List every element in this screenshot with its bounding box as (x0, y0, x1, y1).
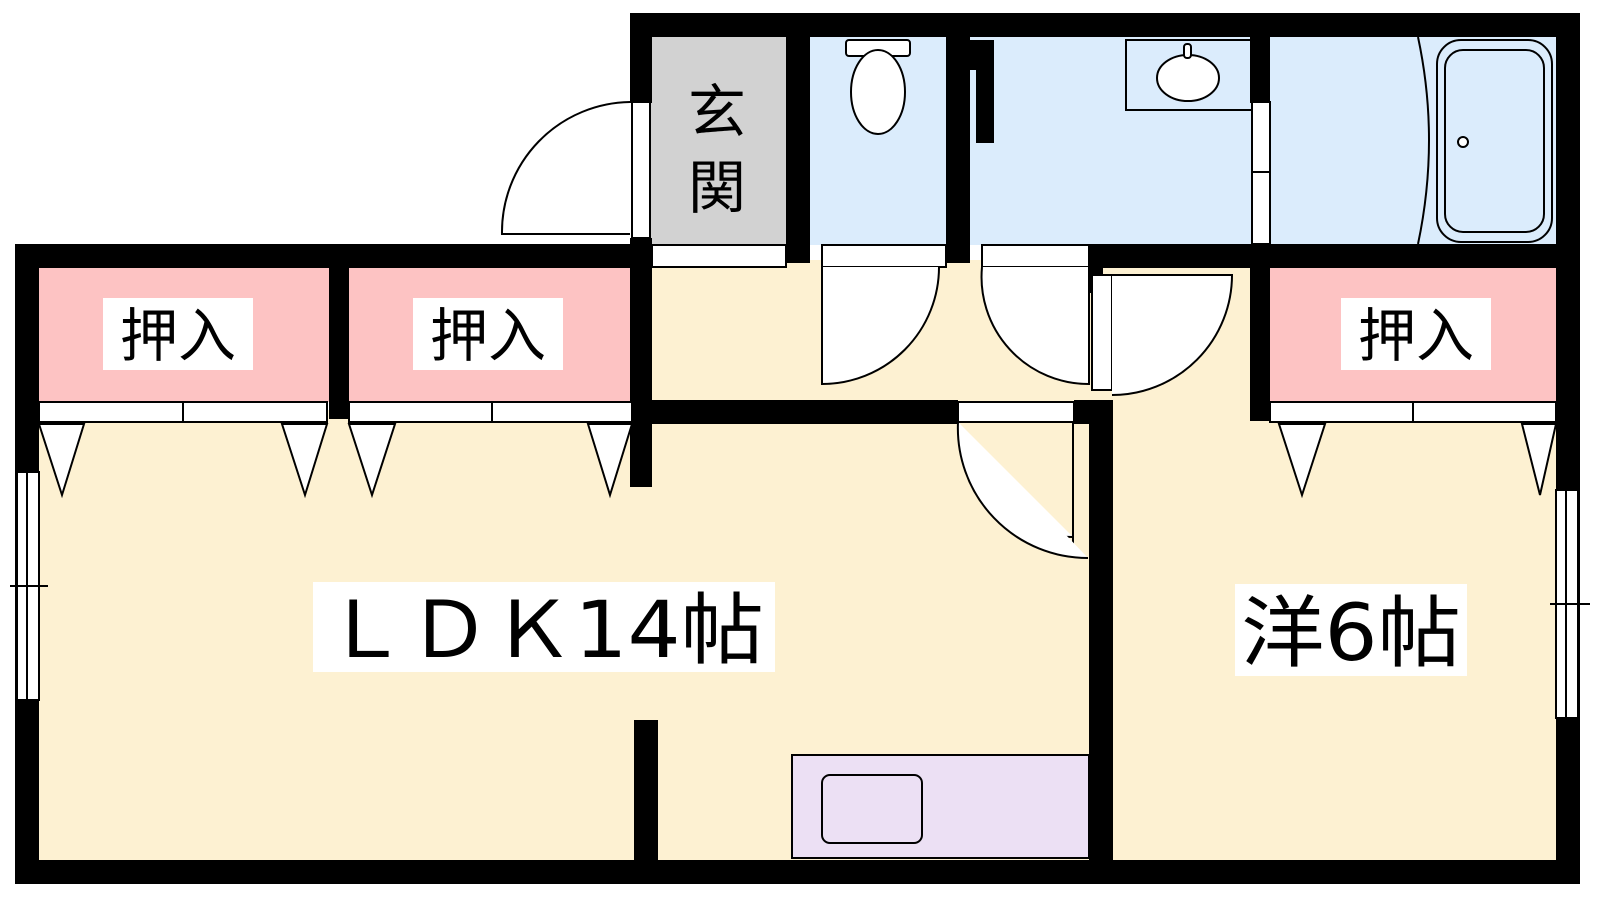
window-right (1550, 489, 1590, 719)
closet-label-3-text: 押入 (1358, 302, 1474, 370)
ldk-label-text: ＬＤＫ14帖 (324, 586, 764, 676)
entrance-door (500, 101, 651, 239)
window-left (10, 471, 48, 701)
closet-door-markers (37, 423, 1558, 499)
closet-label-3: 押入 (1341, 298, 1491, 370)
toilet-icon (845, 39, 911, 135)
western-room-label: 洋6帖 (1235, 584, 1467, 679)
bathroom-floor (1270, 35, 1563, 245)
kitchen-sink-icon (821, 774, 923, 844)
closet-label-2: 押入 (413, 298, 563, 370)
walls (15, 13, 1580, 884)
closet-label-1-text: 押入 (120, 302, 236, 370)
entrance-label: 玄関 (688, 78, 746, 222)
interior-doors (651, 244, 1234, 560)
closet-label-1: 押入 (103, 298, 253, 370)
window-washroom (1251, 101, 1271, 245)
entrance-floor (648, 35, 788, 245)
closet-doors (38, 401, 1557, 423)
ldk-label: ＬＤＫ14帖 (313, 582, 775, 676)
entrance-text: 玄関 (688, 78, 746, 222)
western-room-label-text: 洋6帖 (1241, 589, 1461, 679)
closet-label-2-text: 押入 (430, 302, 546, 370)
bathtub-icon (1417, 36, 1553, 245)
washbasin-icon (1125, 39, 1253, 111)
